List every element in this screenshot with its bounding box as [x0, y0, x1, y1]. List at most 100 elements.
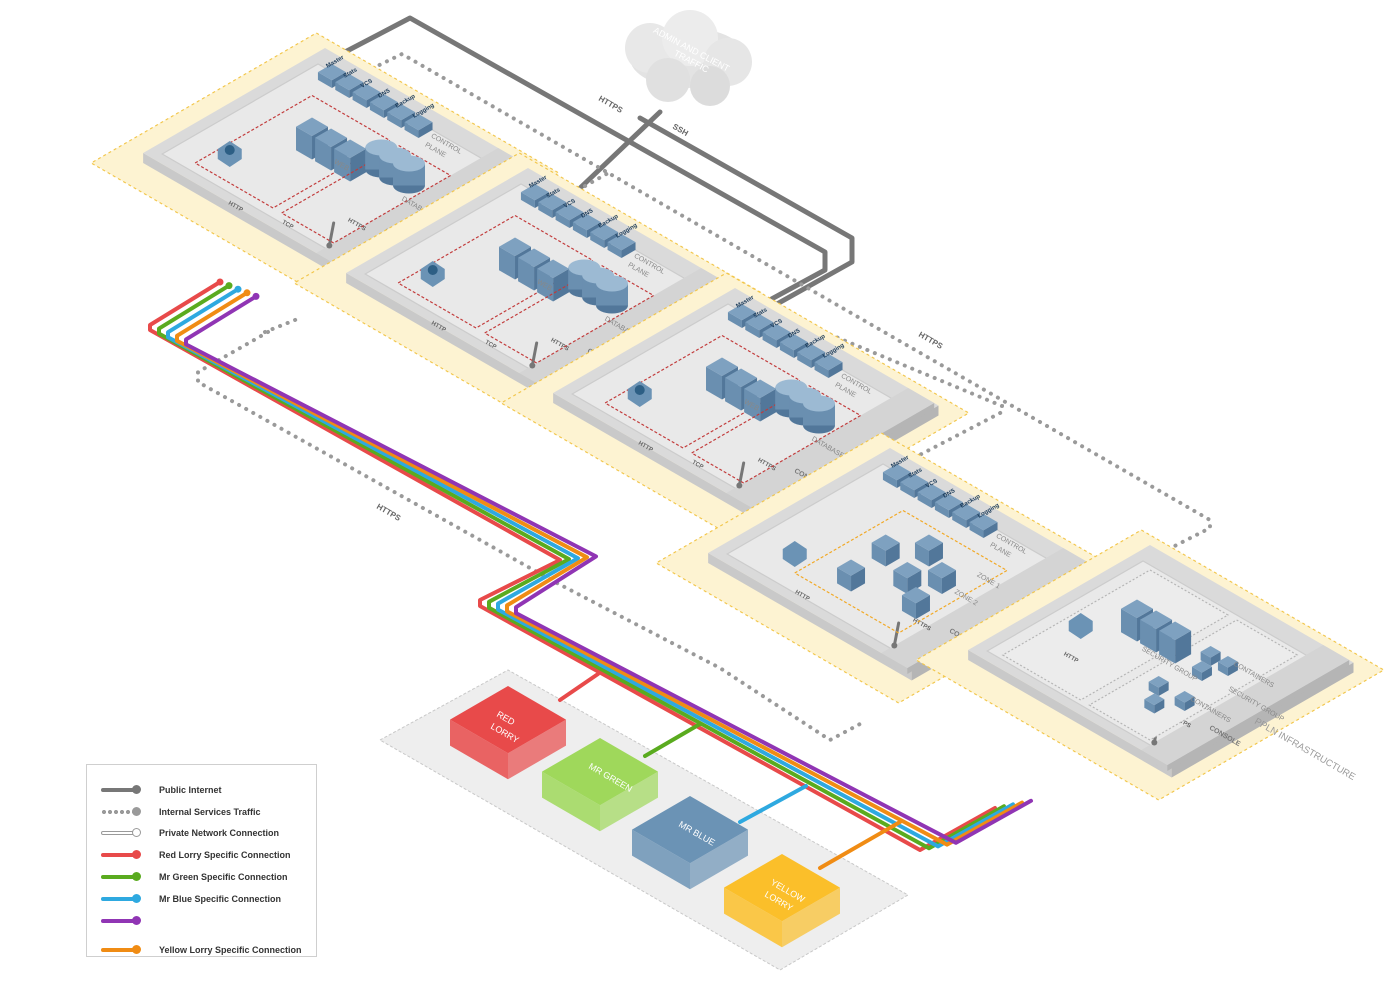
web-server-1-1-top	[518, 248, 551, 268]
service-0-5-left	[404, 122, 419, 138]
service-3-0-top	[882, 464, 911, 481]
client-bundle-line-2	[166, 287, 1015, 849]
client-branch-2	[738, 784, 808, 824]
service-0-2-left	[352, 92, 367, 108]
console-bar-1	[519, 268, 728, 388]
router-icon-4	[1068, 613, 1093, 639]
container-4-right	[1154, 699, 1165, 714]
service-2-3-left	[779, 342, 794, 358]
web-server-1-0-left	[499, 246, 516, 280]
infra-platform-1-side-l	[346, 273, 550, 401]
legend-label-1: Internal Services Traffic	[159, 806, 261, 817]
legend-label-2: Private Network Connection	[159, 828, 280, 839]
service-label-1-2: VCS	[563, 198, 577, 209]
zone-server-3-2-right	[907, 570, 922, 594]
container-4-top	[1144, 693, 1165, 706]
service-1-4-left	[590, 232, 605, 248]
legend-swatch-0	[99, 784, 141, 795]
legend-item-4: Mr Green Specific Connection	[99, 866, 316, 888]
web-server-0-2-left	[334, 148, 351, 182]
service-0-0-top	[317, 64, 346, 81]
infra-platform-4-side-l	[968, 650, 1172, 778]
tcp-label-0: TCP	[281, 220, 294, 231]
web-server-2-1-top	[725, 368, 758, 388]
zone-server-3-3-left	[927, 570, 942, 594]
container-2-right	[1227, 661, 1238, 676]
service-2-1-top	[745, 314, 774, 331]
service-3-1-left	[900, 482, 915, 498]
web-server-2-0-top	[706, 357, 739, 377]
client-side-l-1	[542, 771, 600, 832]
web-server-2-2-top	[744, 379, 777, 399]
legend-swatch-4	[99, 872, 141, 882]
container-4-left	[1144, 699, 1155, 714]
service-label-0-3: DNS	[377, 88, 391, 100]
service-1-0-top	[520, 184, 549, 201]
console-bar-3	[881, 548, 1090, 668]
tcp-label-2: TCP	[691, 460, 704, 471]
container-2-top	[1217, 656, 1238, 668]
console-link-1	[530, 341, 539, 367]
service-3-0-left	[882, 472, 897, 488]
zone-server-3-0-left	[871, 542, 886, 567]
ppln-server-1-left	[1140, 619, 1157, 653]
client-top-0	[450, 686, 566, 754]
infra-platform-4-side-r	[1171, 662, 1354, 778]
client-side-l-2	[632, 829, 690, 890]
zone-server-3-4-left	[837, 567, 852, 592]
container-5-left	[1174, 696, 1185, 711]
console-bar-4-side-l	[1141, 750, 1168, 771]
router-icon-center-1	[427, 265, 438, 275]
service-0-1-top	[335, 74, 364, 91]
service-3-4-left	[952, 512, 967, 528]
client-side-l-3	[724, 887, 782, 948]
legend-label-4: Mr Green Specific Connection	[159, 872, 288, 883]
service-label-2-3: DNS	[787, 328, 801, 340]
service-2-2-left	[762, 332, 777, 348]
service-2-5-top	[814, 354, 843, 371]
container-0-left	[1200, 651, 1211, 666]
legend-item-0: Public Internet	[99, 779, 316, 801]
legend-swatch-2	[99, 828, 141, 838]
service-1-5-left	[607, 242, 622, 258]
web-server-1-1-left	[518, 257, 535, 291]
service-label-3-2: VCS	[925, 478, 939, 489]
console-bar-3-side-l	[881, 653, 908, 674]
service-3-5-top	[969, 514, 998, 531]
console-bar-2	[726, 388, 935, 508]
legend-item-6	[99, 910, 316, 932]
security-group-b	[1088, 619, 1299, 741]
client-box-1: MR GREEN	[542, 738, 658, 832]
service-1-1-left	[538, 202, 553, 218]
service-2-0-left	[727, 312, 742, 328]
service-1-3-left	[572, 222, 587, 238]
console-bar-4-side-r	[1167, 660, 1350, 771]
service-0-3-left	[369, 102, 384, 118]
client-bundle-dot-2	[234, 285, 242, 293]
service-3-2-left	[917, 492, 932, 508]
client-bundle-dot-4	[252, 292, 260, 300]
router-icon-center-0	[224, 145, 235, 155]
service-0-5-top	[404, 114, 433, 131]
service-1-2-left	[555, 212, 570, 228]
service-1-0-left	[520, 192, 535, 208]
legend-spacer	[99, 932, 316, 940]
console-link-dot-3	[891, 642, 898, 649]
infra-platform-2-side-l	[553, 393, 757, 521]
web-server-2-2-left	[744, 388, 761, 422]
infra-platform-3-side-l	[708, 553, 912, 681]
https-label-right: HTTPS	[917, 330, 945, 351]
client-bundle-line-3	[175, 290, 1024, 847]
client-side-l-0	[450, 719, 508, 780]
internal-line-1	[576, 170, 612, 192]
legend-label-3: Red Lorry Specific Connection	[159, 850, 291, 861]
web-server-2-1-left	[725, 377, 742, 411]
infra-platform-0-side-l	[143, 153, 347, 281]
service-2-5-right	[828, 362, 843, 378]
ppln-server-0-top	[1121, 599, 1154, 619]
service-label-2-2: VCS	[770, 318, 784, 329]
web-server-1-0-top	[499, 237, 532, 257]
service-3-3-top	[934, 494, 963, 511]
console-link-dot-2	[736, 482, 743, 489]
ppln-server-2-top	[1159, 621, 1192, 641]
